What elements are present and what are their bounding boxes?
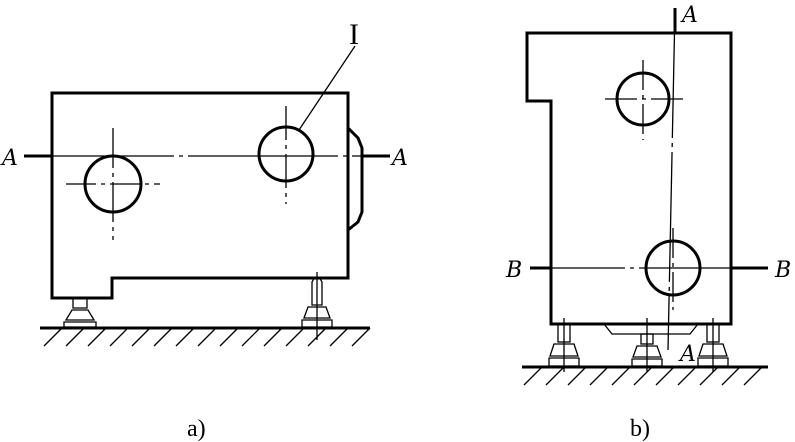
fig-b-middle-support — [631, 318, 663, 372]
fig-a-body-outline — [50, 91, 350, 300]
fig-b-axis-b-left: B — [505, 258, 522, 283]
fig-b-axis-b-right: B — [774, 258, 791, 283]
fig-b-axis-a — [667, 7, 676, 351]
fig-b-right-support — [697, 318, 729, 372]
fig-a-detail-leader — [298, 45, 356, 131]
figure-a: A A I — [0, 18, 408, 442]
fig-b-left-support — [548, 318, 580, 372]
fig-b-axis-a-bottom: A — [678, 342, 696, 367]
fig-a-right-support — [301, 272, 333, 340]
fig-b-axis-a-top: A — [680, 3, 698, 28]
fig-a-ground-hatch — [43, 327, 371, 347]
figure-b: A A B B — [505, 3, 791, 442]
fig-a-axis-label-left: A — [0, 146, 18, 171]
fig-a-detail-label: I — [349, 18, 359, 51]
fig-a-axis-label-right: A — [390, 146, 408, 171]
fig-b-caption: b) — [630, 416, 650, 442]
fig-a-caption: a) — [187, 416, 206, 442]
fig-a-side-boss — [346, 126, 364, 232]
fig-a-left-support — [63, 297, 97, 328]
fig-b-ground-hatch — [523, 366, 763, 386]
fig-b-body-outline — [525, 31, 733, 326]
